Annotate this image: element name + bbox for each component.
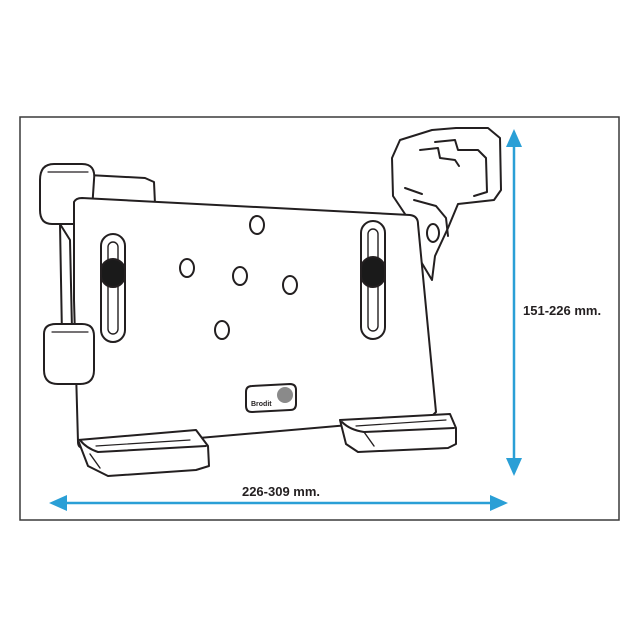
right-slot-knob (360, 256, 386, 288)
height-dimension: 151-226 mm. (506, 129, 601, 476)
mounting-hole (179, 258, 195, 278)
left-side-rail (59, 223, 73, 337)
mounting-holes (179, 215, 298, 340)
mounting-hole (282, 275, 298, 295)
width-dimension: 226-309 mm. (49, 484, 508, 511)
left-slot-knob (100, 258, 126, 288)
mounting-hole (249, 215, 265, 235)
mid-left-grip (43, 323, 95, 385)
brand-logo-circle (277, 387, 293, 403)
mounting-hole (232, 266, 248, 286)
width-arrow-head-right (490, 495, 508, 511)
width-dimension-label: 226-309 mm. (242, 484, 320, 499)
brand-logo: Brodit (245, 383, 297, 413)
height-arrow-head-top (506, 129, 522, 147)
brand-logo-text: Brodit (251, 401, 272, 408)
left-adjustment-slot (100, 233, 126, 343)
right-adjustment-slot (360, 220, 386, 340)
back-plate (73, 197, 437, 449)
bottom-left-support (77, 429, 210, 477)
tablet-holder-illustration: Brodit (39, 127, 502, 477)
mounting-hole (214, 320, 230, 340)
height-arrow-head-bottom (506, 458, 522, 476)
bottom-right-support (339, 413, 457, 453)
height-dimension-label: 151-226 mm. (523, 303, 601, 318)
width-arrow-head-left (49, 495, 67, 511)
